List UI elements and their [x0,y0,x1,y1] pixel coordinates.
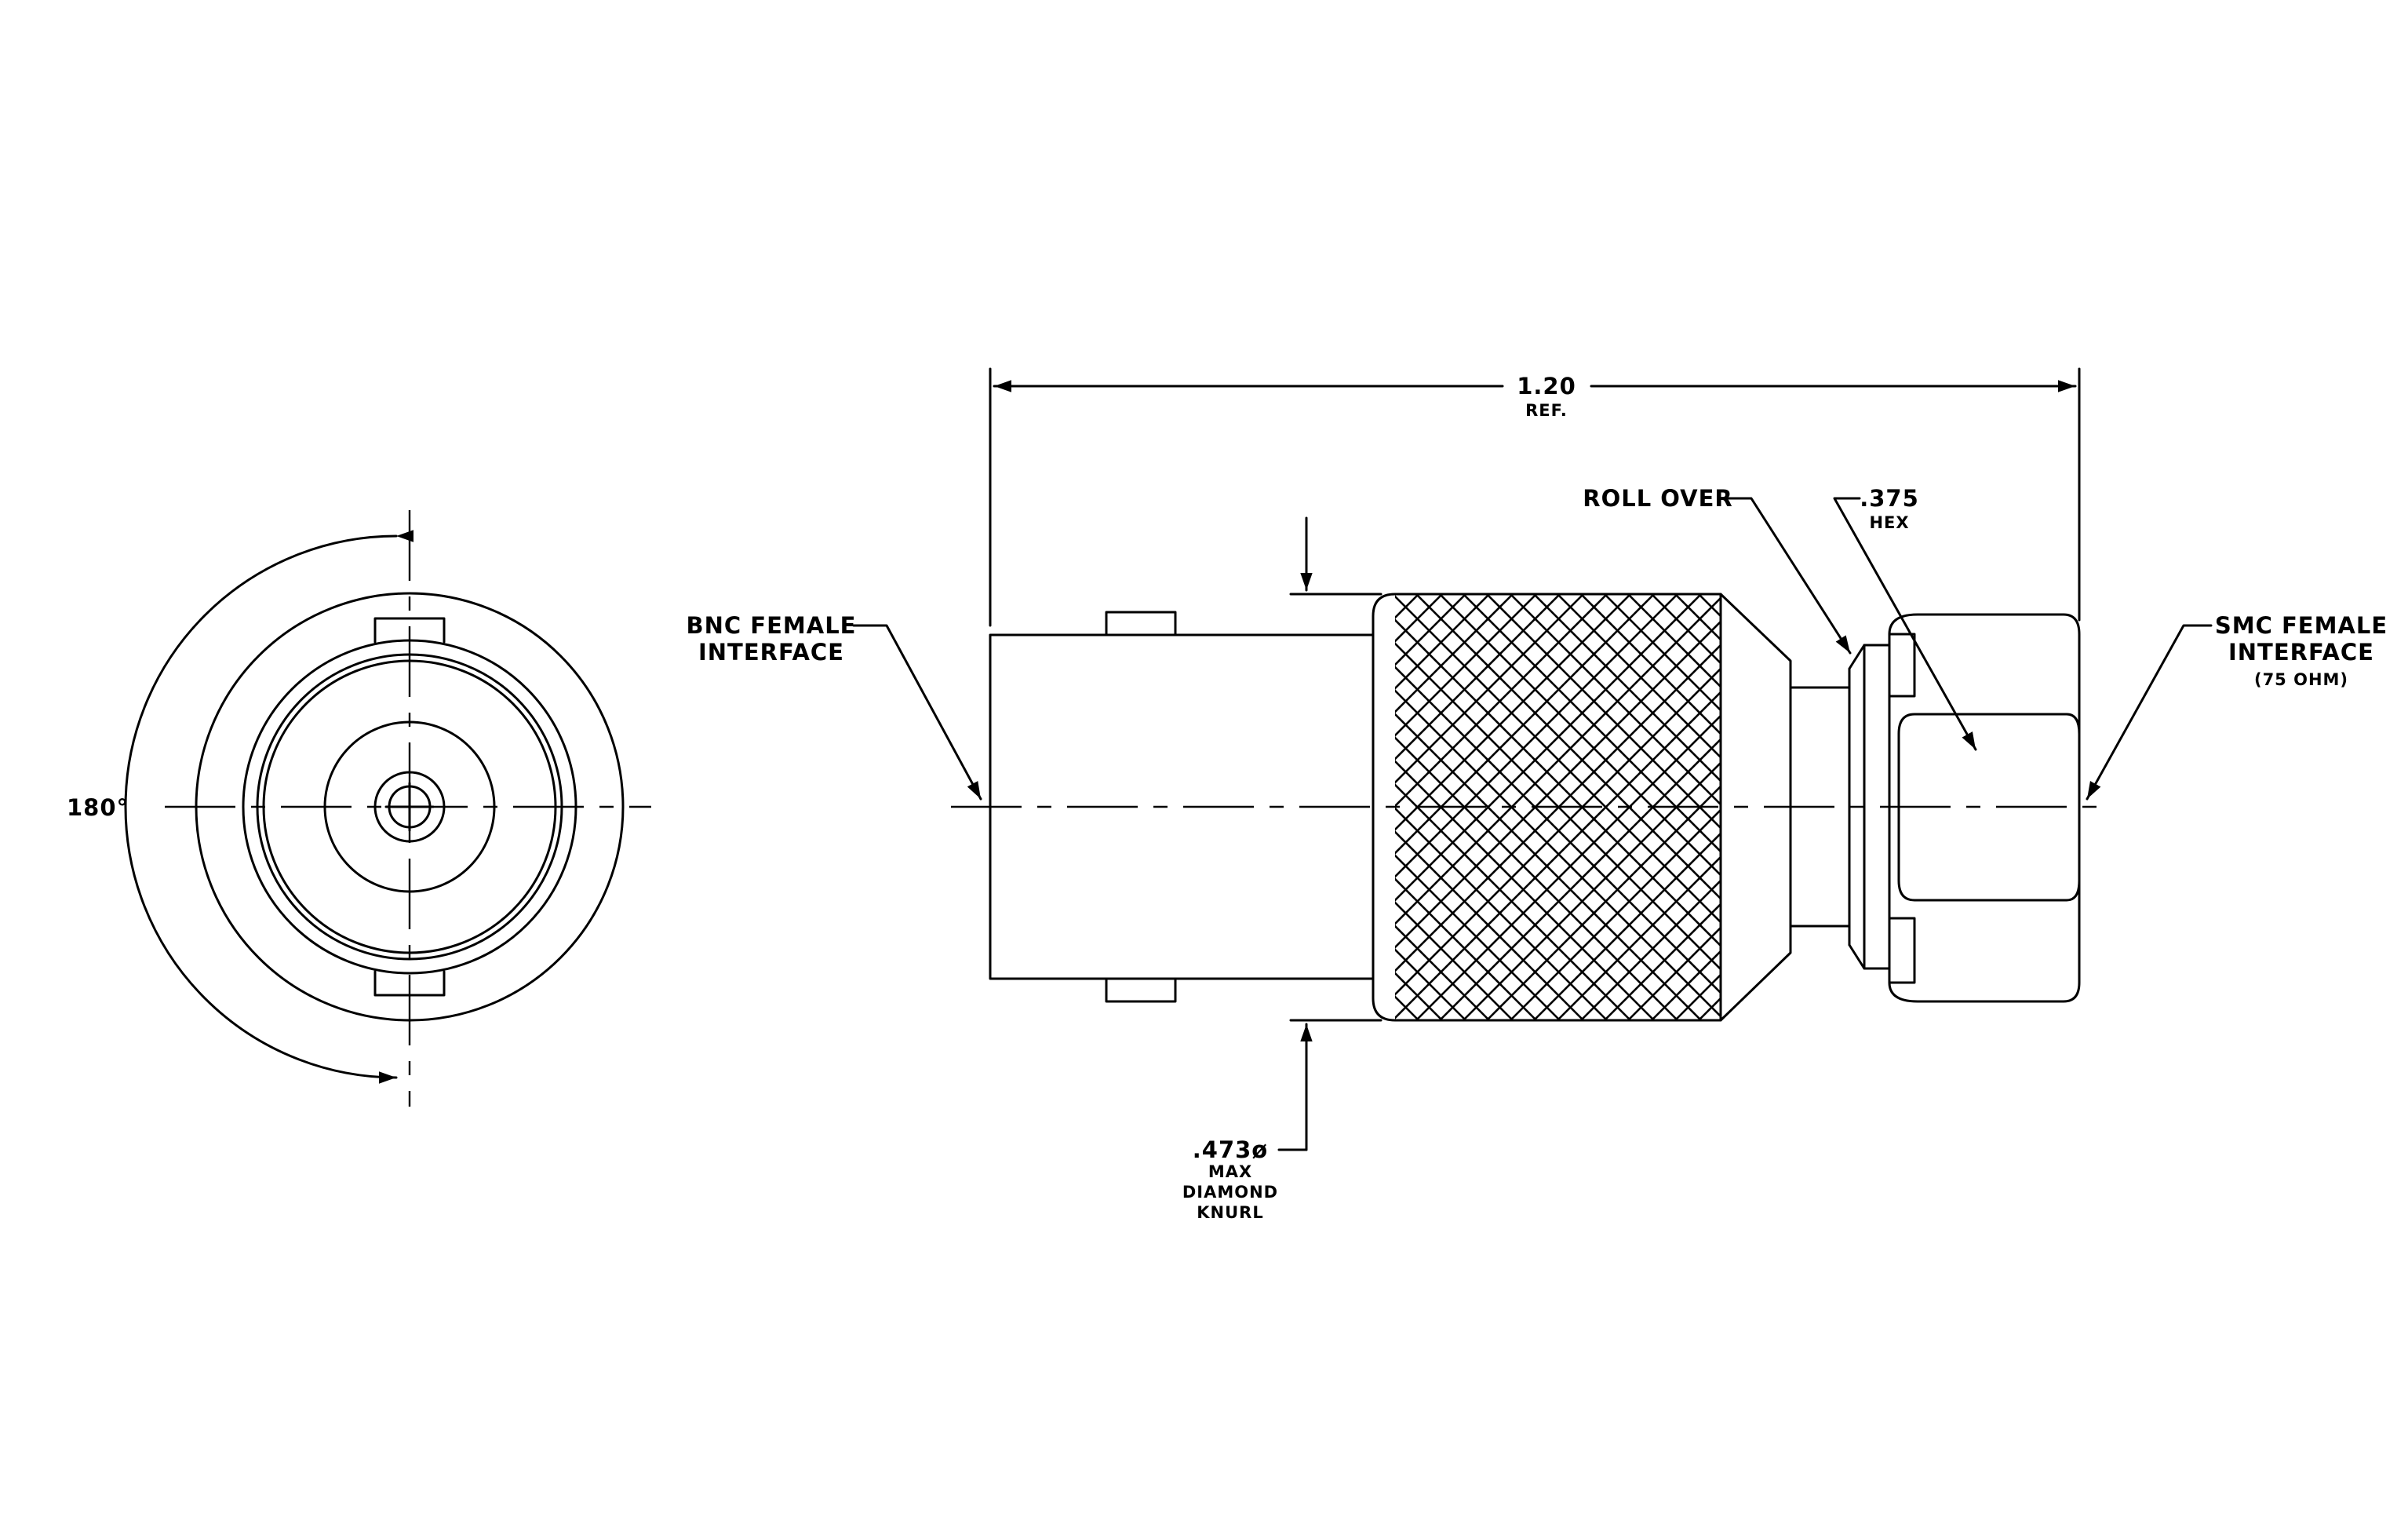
knurl-line [1486,785,1721,1020]
hex-note: HEX [1869,513,1909,532]
knurl-line [1395,594,1678,878]
bnc-interface-label-line2: INTERFACE [698,639,844,666]
knurl-line [1604,903,1721,1020]
smc-interface-label-line2: INTERFACE [2228,639,2374,666]
bnc-bayonet-stud-bottom [1105,977,1177,1003]
rotation-arc [124,530,414,1084]
knurl-line [1510,594,1721,806]
knurl-line [1463,761,1721,1020]
knurl-line [1395,830,1584,1020]
knurl-diameter-value: .473ø [1193,1136,1268,1163]
knurl-note-max: MAX [1208,1162,1252,1181]
knurl-line [1580,879,1721,1020]
knurl-diameter-dimension: .473ø MAX DIAMOND KNURL [1182,516,1383,1222]
bnc-bayonet-stud-top [1105,611,1177,636]
knurl-note-knurl: KNURL [1197,1203,1263,1222]
knurl-line [1533,832,1721,1020]
knurl-line [1395,594,1655,855]
knurl-line [1395,644,1721,972]
side-view [951,593,2104,1022]
overall-length-value: 1.20 [1517,373,1576,399]
knurl-line [1415,714,1721,1020]
knurl-line [1395,925,1490,1020]
overall-length-note: REF. [1525,401,1568,420]
knurl-line [1627,594,1721,688]
knurl-line [1395,594,1702,902]
knurl-line [1395,594,1584,784]
knurl-line [1627,926,1721,1020]
roll-over-callout: ROLL OVER [1583,485,1852,655]
roll-over-label: ROLL OVER [1583,485,1733,512]
smc-interface-label-line3: (75 OHM) [2254,670,2348,689]
knurl-line [1395,877,1537,1020]
knurl-line [1395,594,1537,737]
knurl-line [1533,594,1721,782]
knurl-line [1395,594,1490,690]
knurl-line [1395,620,1721,949]
end-view: 180° [67,510,651,1107]
bnc-interface-label-line1: BNC FEMALE [687,612,857,639]
knurl-line [1395,691,1721,1019]
knurl-line [1395,667,1721,996]
knurl-line [1604,594,1721,712]
knurl-line [1580,594,1721,735]
hex-nut [1888,613,2081,1003]
smc-interface-callout: SMC FEMALE INTERFACE (75 OHM) [2086,612,2388,801]
knurl-line [1395,596,1721,925]
knurl-line [1395,901,1514,1020]
knurl-line [1395,807,1608,1020]
bnc-interface-callout: BNC FEMALE INTERFACE [687,612,982,801]
knurl-line [1439,738,1721,1020]
overall-length-dimension: 1.20 REF. [989,367,2081,627]
knurl-line [1510,808,1721,1020]
knurl-line [1557,855,1721,1020]
knurl-line [1395,594,1631,831]
smc-interface-label-line1: SMC FEMALE [2215,612,2388,639]
knurl-note-diamond: DIAMOND [1182,1183,1278,1202]
hex-value: .375 [1860,485,1919,512]
diamond-knurl-pattern [1395,594,1721,1020]
knurl-line [1395,854,1561,1020]
knurl-line [1395,594,1514,713]
rotation-angle-label: 180° [67,794,129,821]
knurl-nut-outline [1372,593,1792,1022]
knurl-line [1557,594,1721,759]
hex-dimension: .375 HEX [1833,485,1977,751]
knurl-line [1395,594,1561,760]
knurl-line [1395,594,1608,808]
